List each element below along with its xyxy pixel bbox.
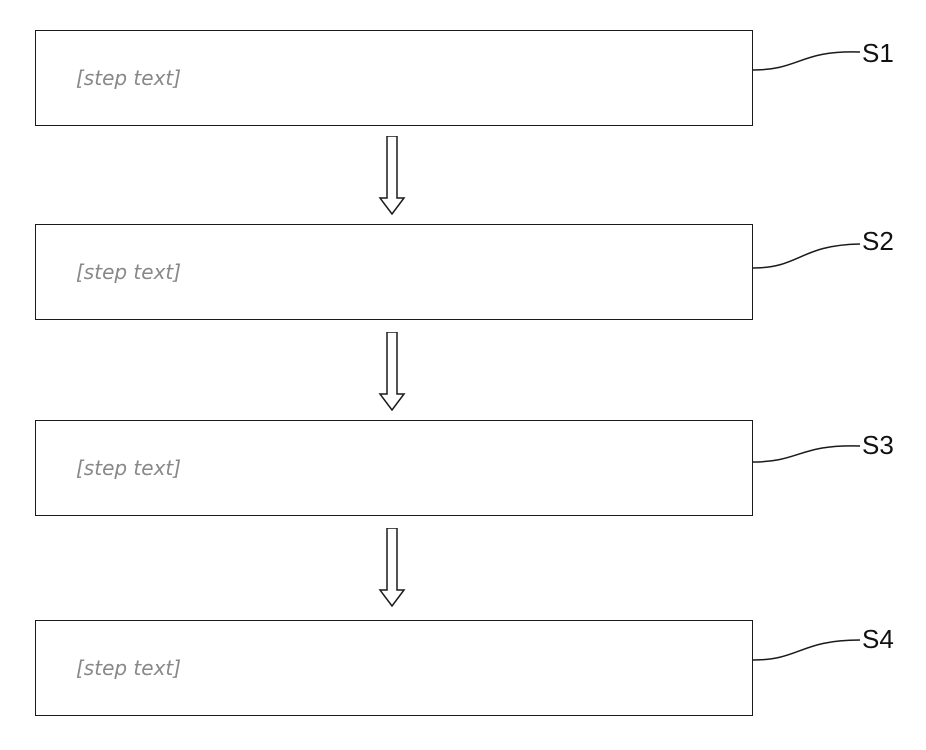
arrow-down-icon <box>378 528 406 608</box>
arrow-down-icon <box>378 136 406 216</box>
arrow-down-icon <box>378 332 406 412</box>
leader-line-s2 <box>753 244 860 268</box>
leader-line-s1 <box>753 52 860 70</box>
leader-line-s4 <box>753 640 860 660</box>
leader-line-s3 <box>753 446 860 462</box>
